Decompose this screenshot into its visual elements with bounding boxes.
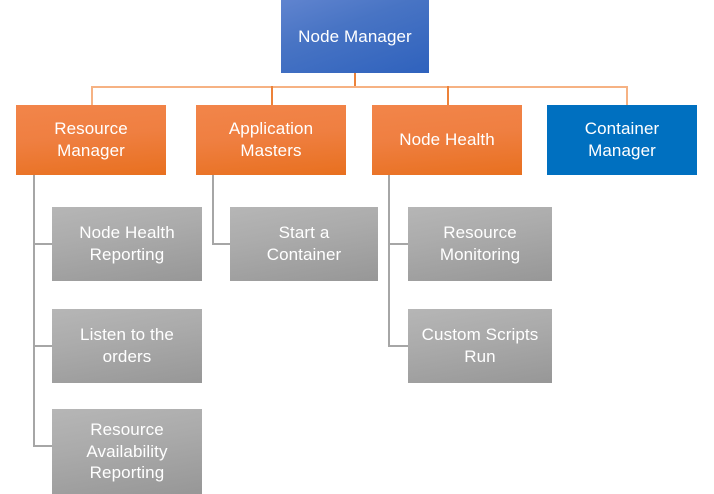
node-resource-availability-reporting-label: Resource Availability Reporting: [86, 419, 168, 483]
node-listen-to-the-orders[interactable]: Listen to the orders: [52, 309, 202, 383]
connector-stub-listen-to-the-orders: [33, 345, 53, 347]
connector-stub-custom-scripts-run: [388, 345, 408, 347]
connector-drop-container-manager: [626, 86, 628, 106]
connector-stub-resource-monitoring: [388, 243, 408, 245]
node-custom-scripts-run[interactable]: Custom Scripts Run: [408, 309, 552, 383]
node-start-a-container[interactable]: Start a Container: [230, 207, 378, 281]
node-resource-availability-reporting[interactable]: Resource Availability Reporting: [52, 409, 202, 494]
node-node-health-label: Node Health: [399, 130, 495, 150]
node-node-health-reporting-label: Node Health Reporting: [79, 223, 175, 264]
node-resource-manager-label: Resource Manager: [54, 119, 128, 160]
node-listen-to-the-orders-label: Listen to the orders: [80, 325, 174, 366]
connector-root-stem: [354, 73, 356, 87]
connector-trunk-application-masters: [212, 174, 214, 244]
node-application-masters[interactable]: Application Masters: [196, 105, 346, 175]
node-container-manager[interactable]: Container Manager: [547, 105, 697, 175]
connector-stub-resource-availability-reporting: [33, 445, 53, 447]
connector-stub-start-a-container: [212, 243, 231, 245]
node-resource-monitoring-label: Resource Monitoring: [439, 223, 521, 264]
connector-trunk-resource-manager: [33, 174, 35, 446]
connector-root-bus: [91, 86, 627, 88]
node-node-manager-label: Node Manager: [298, 26, 412, 46]
connector-trunk-node-health: [388, 174, 390, 346]
connector-drop-application-masters: [271, 86, 273, 106]
node-node-health[interactable]: Node Health: [372, 105, 522, 175]
connector-stub-node-health-reporting: [33, 243, 53, 245]
node-resource-manager[interactable]: Resource Manager: [16, 105, 166, 175]
node-custom-scripts-run-label: Custom Scripts Run: [421, 325, 539, 366]
node-start-a-container-label: Start a Container: [266, 223, 342, 264]
node-container-manager-label: Container Manager: [584, 119, 660, 160]
node-resource-monitoring[interactable]: Resource Monitoring: [408, 207, 552, 281]
node-node-health-reporting[interactable]: Node Health Reporting: [52, 207, 202, 281]
node-application-masters-label: Application Masters: [228, 119, 314, 160]
node-node-manager[interactable]: Node Manager: [281, 0, 429, 73]
connector-drop-resource-manager: [91, 86, 93, 106]
connector-drop-node-health: [447, 86, 449, 106]
